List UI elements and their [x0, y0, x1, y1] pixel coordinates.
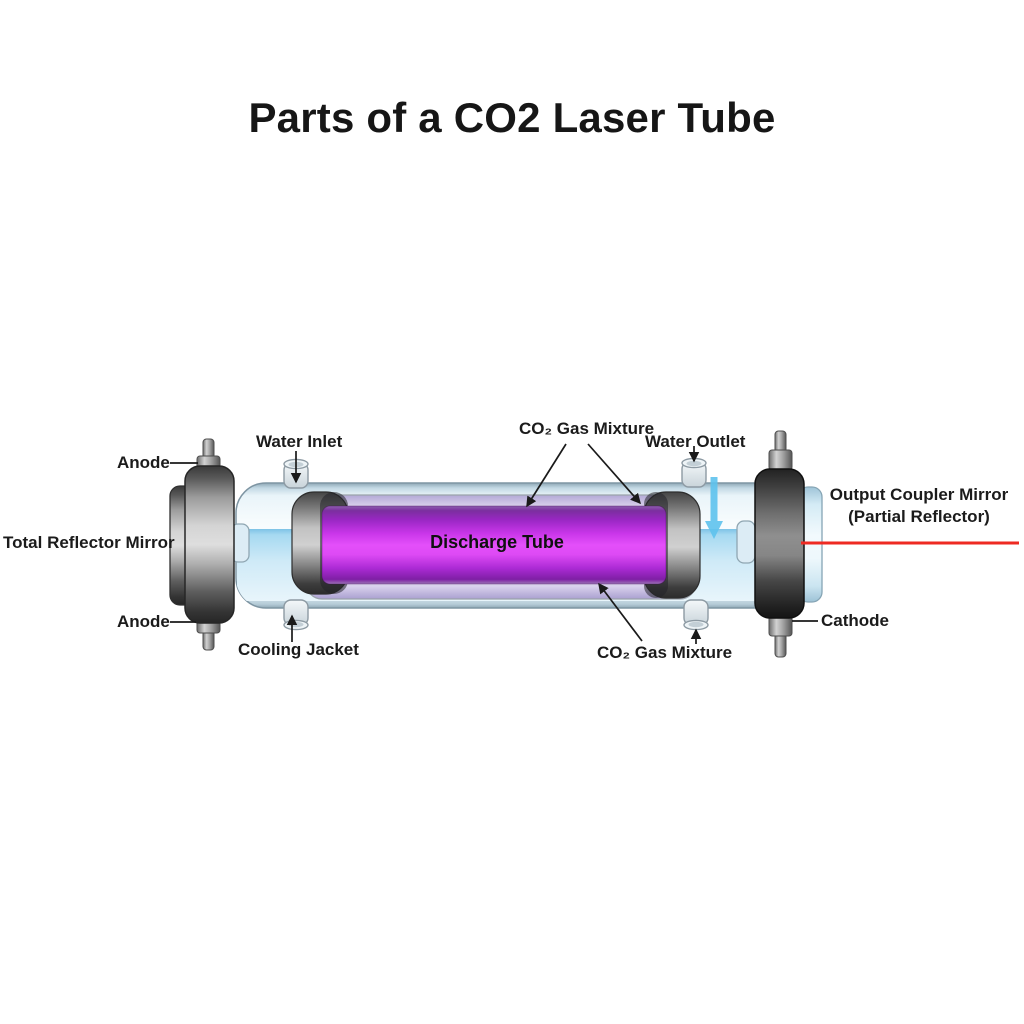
co2-top-left-arrow — [526, 443, 567, 508]
co2-bottom-long-arrow — [598, 582, 643, 642]
annotation-arrows — [170, 443, 818, 644]
label-co2-gas-mixture-bottom: CO₂ Gas Mixture — [597, 643, 733, 662]
right-end-cap — [754, 468, 805, 619]
label-water-inlet: Water Inlet — [256, 432, 343, 451]
label-discharge-tube: Discharge Tube — [430, 532, 564, 552]
co2-top-right-arrow — [587, 443, 641, 505]
cathode-pin-top — [768, 430, 793, 471]
anode-pin-bottom — [196, 620, 221, 651]
label-total-reflector-mirror: Total Reflector Mirror — [3, 533, 175, 552]
label-co2-gas-mixture-top: CO₂ Gas Mixture — [519, 419, 655, 438]
cathode-pin-bottom — [768, 615, 793, 658]
label-output-coupler-line1: Output Coupler Mirror — [829, 485, 1009, 504]
label-cathode: Cathode — [821, 611, 889, 630]
anode-pin-top — [196, 438, 221, 469]
discharge-tube-cylinder — [321, 505, 667, 585]
cooling-jacket-port — [283, 599, 309, 631]
label-output-coupler: Output Coupler Mirror (Partial Reflector… — [828, 484, 1010, 528]
water-outlet-port — [681, 457, 707, 488]
label-anode-bottom: Anode — [117, 612, 170, 631]
page-title: Parts of a CO2 Laser Tube — [248, 94, 776, 141]
label-anode-top: Anode — [117, 453, 170, 472]
label-cooling-jacket: Cooling Jacket — [238, 640, 359, 659]
gas-port — [683, 599, 709, 631]
label-water-outlet: Water Outlet — [645, 432, 746, 451]
left-end-cap — [184, 465, 235, 624]
water-flow-arrow — [705, 477, 723, 539]
label-output-coupler-line2: (Partial Reflector) — [848, 506, 990, 526]
right-mount-nub — [736, 520, 756, 564]
